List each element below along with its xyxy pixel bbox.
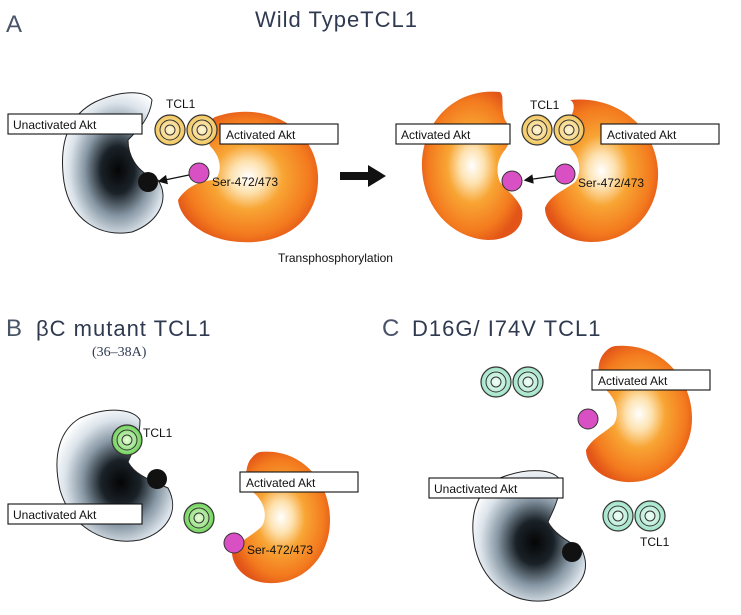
ser-phosphosite-dot-c [577, 408, 599, 430]
tcl1-label-c: TCL1 [640, 535, 670, 549]
panel-a: A Wild TypeTCL1 TCL1 Unactivated Akt Act… [6, 7, 720, 265]
activated-akt-label-box-c [591, 369, 711, 391]
ser-phosphosite-dot-right [554, 163, 576, 185]
panel-b-letter: B [6, 315, 22, 342]
tcl1-monomer-b-top [111, 424, 143, 456]
unactivated-phosphosite-dot [138, 172, 158, 192]
ser-phosphosite-dot-b [223, 532, 245, 554]
tcl1-dimer-a-left [154, 114, 218, 146]
activated-akt-shape-left [421, 91, 523, 240]
activated-akt-label-box-right [600, 123, 720, 145]
panel-b: B βC mutant TCL1 (36–38A) TCL1 Unactivat… [6, 315, 359, 584]
unactivated-akt-label-box-b [7, 503, 143, 525]
panel-a-title: Wild TypeTCL1 [255, 7, 418, 32]
activated-akt-label-box-left [395, 123, 511, 145]
panel-c-title: D16G/ I74V TCL1 [412, 316, 601, 341]
tcl1-dimer-c-top [480, 366, 544, 398]
panel-a-letter: A [6, 11, 22, 38]
tcl1-monomer-b-middle [183, 502, 215, 534]
unactivated-phosphosite-dot-b [147, 469, 167, 489]
activated-akt-shape-b [232, 451, 330, 584]
activated-akt-label-b: Activated Akt [246, 476, 316, 490]
tcl1-label-b: TCL1 [143, 426, 173, 440]
tcl1-label-a-right: TCL1 [530, 98, 560, 112]
tcl1-dimer-c-bottom [602, 500, 666, 532]
unactivated-akt-label: Unactivated Akt [13, 118, 97, 132]
unactivated-akt-label-box [7, 113, 143, 135]
panel-b-title: βC mutant TCL1 [36, 316, 211, 341]
ser-label-a-right: Ser-472/473 [578, 176, 644, 190]
panel-c: C D16G/ I74V TCL1 Activated Akt Unactiva… [382, 315, 711, 602]
panel-b-subtitle: (36–38A) [92, 345, 147, 360]
activated-akt-label-box [219, 123, 339, 145]
ser-label-a-left: Ser-472/473 [212, 175, 278, 189]
unactivated-akt-label-box-c [428, 477, 564, 499]
ser-phosphosite-dot [188, 162, 210, 184]
activated-akt-label-box-b [239, 471, 359, 493]
tcl1-label-a-left: TCL1 [166, 97, 196, 111]
activated-akt-label-right: Activated Akt [607, 128, 677, 142]
panel-c-letter: C [382, 315, 399, 342]
transphosphorylation-arrow [157, 174, 190, 185]
ser-phosphosite-dot-left [501, 170, 523, 192]
transphosphorylation-arrow-right [523, 174, 556, 184]
unactivated-phosphosite-dot-c [562, 542, 582, 562]
transition-arrow-icon [340, 165, 386, 187]
activated-akt-label-left: Activated Akt [401, 128, 471, 142]
unactivated-akt-label-b: Unactivated Akt [13, 508, 97, 522]
ser-label-b: Ser-472/473 [247, 543, 313, 557]
unactivated-akt-label-c: Unactivated Akt [434, 482, 518, 496]
activated-akt-label: Activated Akt [226, 128, 296, 142]
activated-akt-label-c: Activated Akt [598, 374, 668, 388]
transphosphorylation-caption: Transphosphorylation [278, 251, 393, 265]
tcl1-dimer-a-right [521, 114, 585, 146]
activated-akt-shape-c [586, 345, 692, 483]
